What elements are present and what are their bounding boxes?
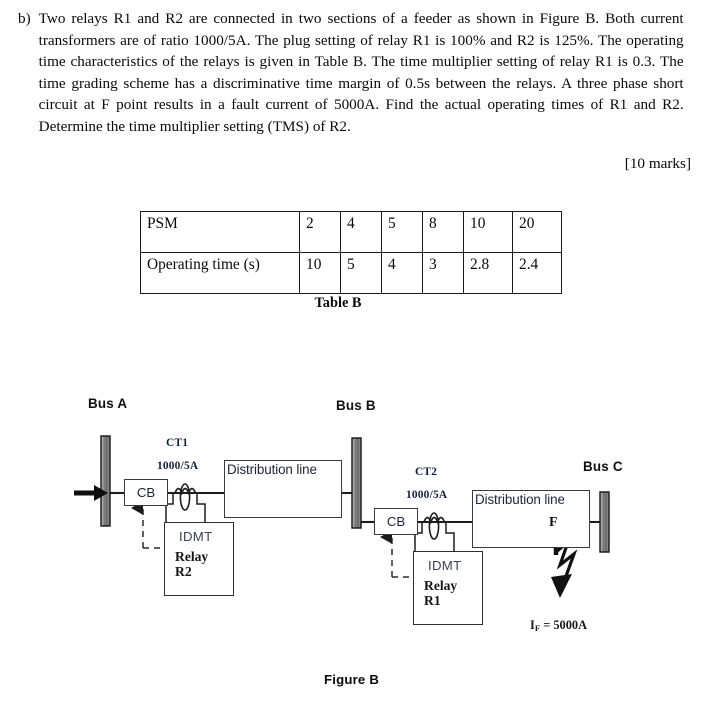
fault-current-symbol: I — [530, 618, 535, 632]
relay-r2-number: R2 — [175, 564, 192, 579]
table-row-operating-time: Operating time (s) 10 5 4 3 2.8 2.4 — [140, 252, 562, 294]
operating-time-4: 3 — [422, 252, 464, 294]
relay-r1-title: Relay — [424, 578, 458, 593]
question-label: b) — [18, 10, 31, 27]
operating-time-6: 2.4 — [512, 252, 562, 294]
ct1-id-label: CT1 — [166, 437, 189, 449]
table-row-psm: PSM 2 4 5 8 10 20 — [140, 211, 562, 253]
relay-r1-id: Relay R1 — [424, 578, 457, 608]
bus-c-bar — [599, 491, 610, 553]
row-header-operating-time: Operating time (s) — [140, 252, 300, 294]
table-b-caption: Table B — [314, 295, 362, 311]
distribution-line-ab-label: Distribution line — [227, 462, 317, 477]
relay-r2-title: Relay — [175, 549, 209, 564]
distribution-line-bc-label: Distribution line — [475, 492, 565, 507]
relay-r1-box[interactable]: IDMT Relay R1 — [413, 551, 483, 625]
operating-time-2: 5 — [340, 252, 382, 294]
relay-r2-type: IDMT — [179, 529, 213, 544]
fault-current-subscript: F — [534, 623, 541, 633]
psm-value-6: 20 — [512, 211, 562, 253]
bus-a-bar — [100, 435, 111, 527]
marks-allocation: [10 marks] — [624, 155, 691, 172]
incoming-feed-arrow — [74, 485, 108, 501]
table-b-wrapper: PSM 2 4 5 8 10 20 Operating time (s) 10 … — [140, 211, 562, 311]
operating-time-5: 2.8 — [463, 252, 513, 294]
bus-b-bar — [351, 437, 362, 529]
row-header-psm: PSM — [140, 211, 300, 253]
trip-signal-left — [131, 501, 164, 549]
operating-time-3: 4 — [381, 252, 423, 294]
bus-a-label: Bus A — [88, 396, 128, 411]
ct2-symbol — [414, 512, 455, 551]
ct1-ratio-label: 1000/5A — [157, 460, 199, 472]
relay-r2-box[interactable]: IDMT Relay R2 — [164, 522, 234, 596]
relay-r1-type: IDMT — [428, 558, 462, 573]
distribution-line-ab-box — [224, 460, 342, 518]
ct1-symbol — [165, 483, 206, 522]
fault-point-label: F — [549, 515, 558, 530]
figure-b: Bus A Bus B Bus C CT1 1000/5A CT2 1000/5… — [0, 380, 703, 710]
bus-c-label: Bus C — [583, 459, 623, 474]
cb-right[interactable]: CB — [374, 508, 418, 535]
question-text: Two relays R1 and R2 are connected in tw… — [38, 10, 684, 135]
psm-table: PSM 2 4 5 8 10 20 Operating time (s) 10 … — [140, 211, 562, 294]
ct2-id-label: CT2 — [415, 466, 438, 478]
fault-current-label: IF = 5000A — [530, 618, 587, 633]
relay-r2-id: Relay R2 — [175, 549, 208, 579]
figure-b-caption: Figure B — [323, 672, 380, 687]
psm-value-1: 2 — [299, 211, 341, 253]
distribution-line-bc-box — [472, 490, 590, 548]
operating-time-1: 10 — [299, 252, 341, 294]
psm-value-3: 5 — [381, 211, 423, 253]
trip-signal-right — [380, 530, 413, 578]
cb-left[interactable]: CB — [124, 479, 168, 506]
psm-value-2: 4 — [340, 211, 382, 253]
fault-current-value: = 5000A — [543, 618, 588, 632]
question-block: b) Two relays R1 and R2 are connected in… — [18, 8, 690, 138]
ct2-ratio-label: 1000/5A — [406, 489, 448, 501]
psm-value-5: 10 — [463, 211, 513, 253]
bus-b-label: Bus B — [336, 398, 376, 413]
circuit-diagram-svg — [74, 435, 610, 598]
relay-r1-number: R1 — [424, 593, 441, 608]
psm-value-4: 8 — [422, 211, 464, 253]
